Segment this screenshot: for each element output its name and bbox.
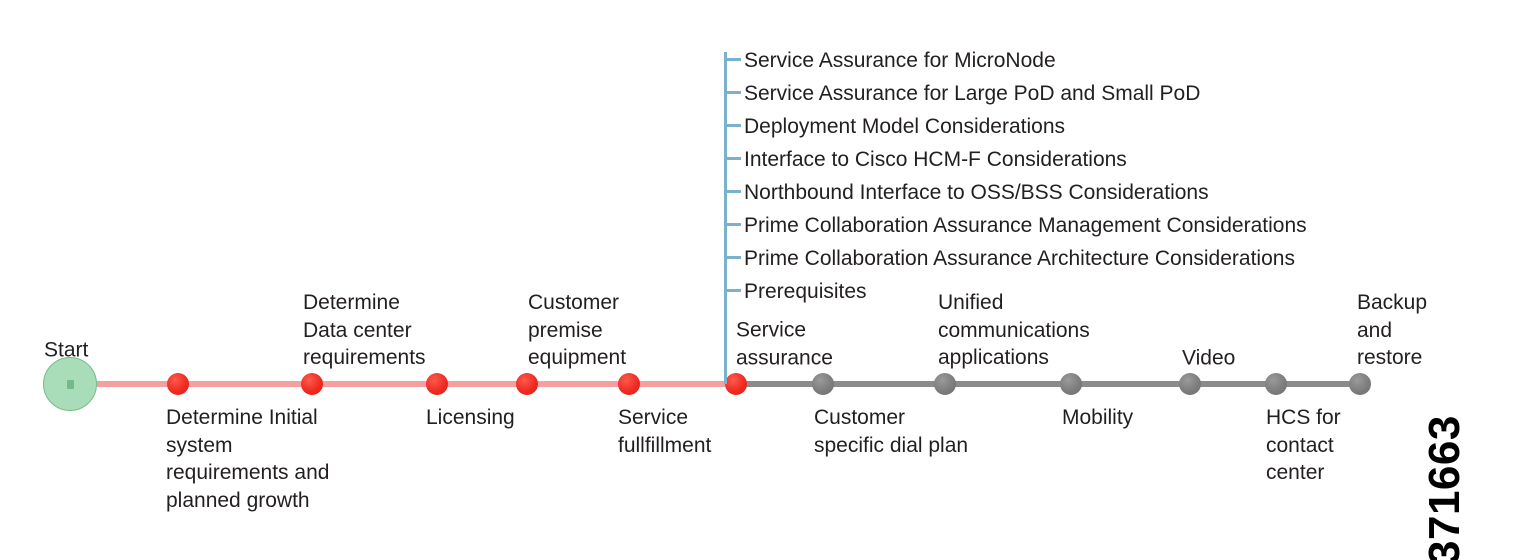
- timeline-node-mobility[interactable]: [1060, 373, 1082, 395]
- timeline-node-unified-communications-apps[interactable]: [934, 373, 956, 395]
- branch-tick: [726, 223, 741, 226]
- branch-tick: [726, 256, 741, 259]
- timeline-label-video: Video: [1182, 346, 1236, 370]
- timeline-node-customer-specific-dial-plan[interactable]: [812, 373, 834, 395]
- branch-tick: [726, 190, 741, 193]
- timeline-rail-red: [76, 381, 736, 387]
- branch-tick: [726, 91, 741, 94]
- branch-vertical-line: [724, 52, 727, 384]
- start-node[interactable]: [43, 357, 97, 411]
- timeline-node-service-assurance[interactable]: [725, 373, 747, 395]
- branch-item-deployment-model-considerations: Deployment Model Considerations: [744, 115, 1065, 138]
- timeline-node-determine-initial-system-requirements[interactable]: [167, 373, 189, 395]
- timeline-rail-gray: [732, 381, 1362, 387]
- timeline-label-service-assurance: Service assurance: [736, 318, 833, 370]
- branch-tick: [726, 157, 741, 160]
- start-node-glyph-icon: [66, 379, 74, 389]
- timeline-label-backup-and-restore: Backup and restore: [1357, 290, 1428, 370]
- timeline-label-customer-premise-equipment: Customer premise equipment: [528, 290, 627, 370]
- branch-tick: [726, 289, 741, 292]
- branch-tick: [726, 124, 741, 127]
- branch-item-service-assurance-micronode: Service Assurance for MicroNode: [744, 49, 1056, 72]
- timeline-node-determine-data-center-requirements[interactable]: [301, 373, 323, 395]
- timeline-label-determine-initial-system-requirements: Determine Initial system requirements an…: [166, 406, 330, 513]
- figure-number: 371663: [1420, 415, 1469, 560]
- start-node-label: Start: [44, 338, 89, 362]
- branch-item-prerequisites: Prerequisites: [744, 280, 867, 303]
- timeline-label-hcs-for-contact-center: HCS for contact center: [1266, 406, 1341, 485]
- timeline-label-service-fullfillment: Service fullfillment: [618, 406, 712, 457]
- branch-item-service-assurance-large-small-pod: Service Assurance for Large PoD and Smal…: [744, 82, 1201, 105]
- timeline-node-hcs-for-contact-center[interactable]: [1265, 373, 1287, 395]
- timeline-label-mobility: Mobility: [1062, 406, 1134, 429]
- timeline-label-unified-communications-applications: Unified communications applications: [938, 290, 1090, 370]
- timeline-label-determine-data-center-requirements: Determine Data center requirements: [303, 290, 426, 370]
- branch-item-prime-collaboration-assurance-architecture-considerations: Prime Collaboration Assurance Architectu…: [744, 247, 1295, 270]
- branch-item-northbound-interface-oss-bss-considerations: Northbound Interface to OSS/BSS Consider…: [744, 181, 1209, 204]
- timeline-label-customer-specific-dial-plan: Customer specific dial plan: [814, 406, 969, 457]
- branch-tick: [726, 58, 741, 61]
- timeline-node-service-fullfillment[interactable]: [618, 373, 640, 395]
- timeline-node-video[interactable]: [1179, 373, 1201, 395]
- timeline-label-licensing: Licensing: [426, 406, 515, 429]
- timeline-node-backup-and-restore[interactable]: [1349, 373, 1371, 395]
- timeline-node-licensing[interactable]: [426, 373, 448, 395]
- timeline-node-customer-premise-equipment[interactable]: [516, 373, 538, 395]
- branch-item-interface-to-cisco-hcmf-considerations: Interface to Cisco HCM-F Considerations: [744, 148, 1127, 171]
- branch-item-prime-collaboration-assurance-management-considerations: Prime Collaboration Assurance Management…: [744, 214, 1307, 237]
